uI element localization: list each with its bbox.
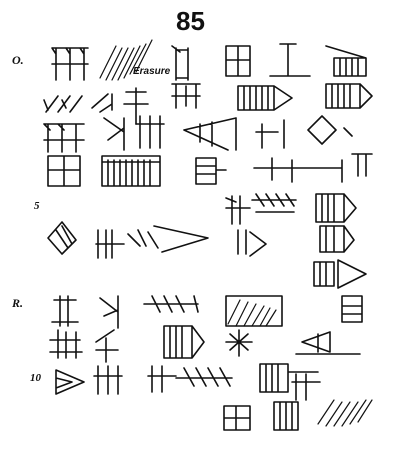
sign-r4-a — [223, 405, 251, 431]
sign-o5-c — [315, 193, 357, 223]
sign-o1-d — [269, 43, 311, 77]
sign-o2-e — [237, 85, 293, 111]
sign-r2-a — [49, 329, 83, 359]
sign-r3-c — [147, 365, 177, 393]
sign-o1-a — [51, 47, 89, 81]
sign-o1-b — [171, 45, 189, 81]
sign-o2-d — [171, 83, 201, 109]
sign-o2-c — [123, 87, 149, 125]
sign-o6-b — [95, 229, 125, 259]
sign-r1-c — [143, 295, 199, 313]
sign-o1-e — [325, 45, 367, 77]
sign-o4-d — [253, 157, 343, 183]
obverse-label: O. — [12, 53, 24, 67]
sign-r2-d — [225, 329, 253, 357]
sign-r1-b — [99, 295, 119, 329]
sign-o5-a — [225, 195, 251, 225]
sign-o4-c — [195, 157, 227, 185]
sign-o3-b — [103, 117, 125, 151]
plate-number: 85 — [176, 6, 205, 36]
sign-o4-e — [351, 153, 373, 177]
sign-r1-d — [341, 295, 363, 323]
sign-o3-e — [255, 119, 285, 149]
sign-o2-b — [91, 93, 113, 113]
sign-r3-e — [259, 363, 319, 393]
sign-r2-b — [95, 329, 119, 363]
sign-r4-b — [273, 401, 299, 431]
sign-o1-c — [225, 45, 251, 77]
sign-o3-c — [135, 115, 165, 149]
sign-r3-d — [175, 367, 233, 387]
erasure-annotation: Erasure — [133, 66, 171, 77]
sign-o6-a — [47, 221, 77, 255]
sign-edge-a — [313, 259, 367, 289]
sign-o4-b — [101, 155, 161, 187]
sign-r4-hatched — [317, 399, 373, 427]
line-number-5: 5 — [34, 200, 40, 212]
sign-r2-c — [163, 325, 205, 359]
sign-o3-d — [183, 117, 237, 151]
sign-o2-a — [43, 95, 83, 113]
sign-o1-hatched — [99, 39, 153, 81]
reverse-label: R. — [12, 296, 24, 310]
sign-r2-e — [295, 331, 361, 355]
sign-o4-a — [47, 155, 81, 187]
sign-r1-hatched — [225, 295, 283, 327]
sign-r3-a — [55, 369, 85, 395]
sign-o6-e — [319, 225, 355, 253]
sign-o5-b — [251, 193, 297, 213]
sign-o2-f — [325, 83, 373, 109]
sign-o6-d — [237, 229, 267, 257]
sign-o3-a — [43, 123, 85, 153]
line-number-10: 10 — [30, 372, 41, 384]
sign-r3-b — [93, 365, 123, 395]
sign-o6-c — [127, 225, 209, 253]
sign-r3-f — [291, 373, 321, 401]
sign-r1-a — [51, 295, 79, 327]
sign-o3-f — [307, 115, 353, 145]
